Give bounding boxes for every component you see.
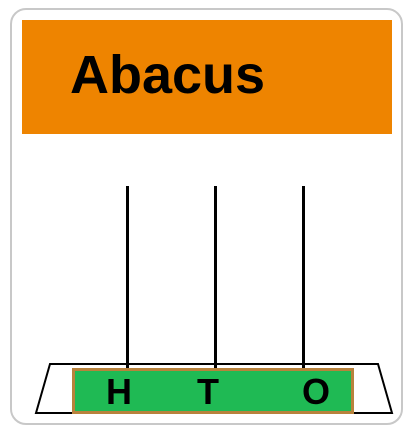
abacus-base-frame <box>34 363 394 414</box>
rod-hundreds <box>126 186 129 398</box>
label-ones: O <box>302 371 331 412</box>
rod-ones <box>302 186 305 398</box>
label-hundreds: H <box>106 371 132 412</box>
rod-tens <box>214 186 217 398</box>
page-title: Abacus <box>70 45 266 105</box>
title-bar: Abacus <box>22 20 392 134</box>
label-tens: T <box>197 371 219 412</box>
abacus-card: Abacus H T O <box>10 8 403 425</box>
place-value-bar: H T O <box>72 368 354 414</box>
